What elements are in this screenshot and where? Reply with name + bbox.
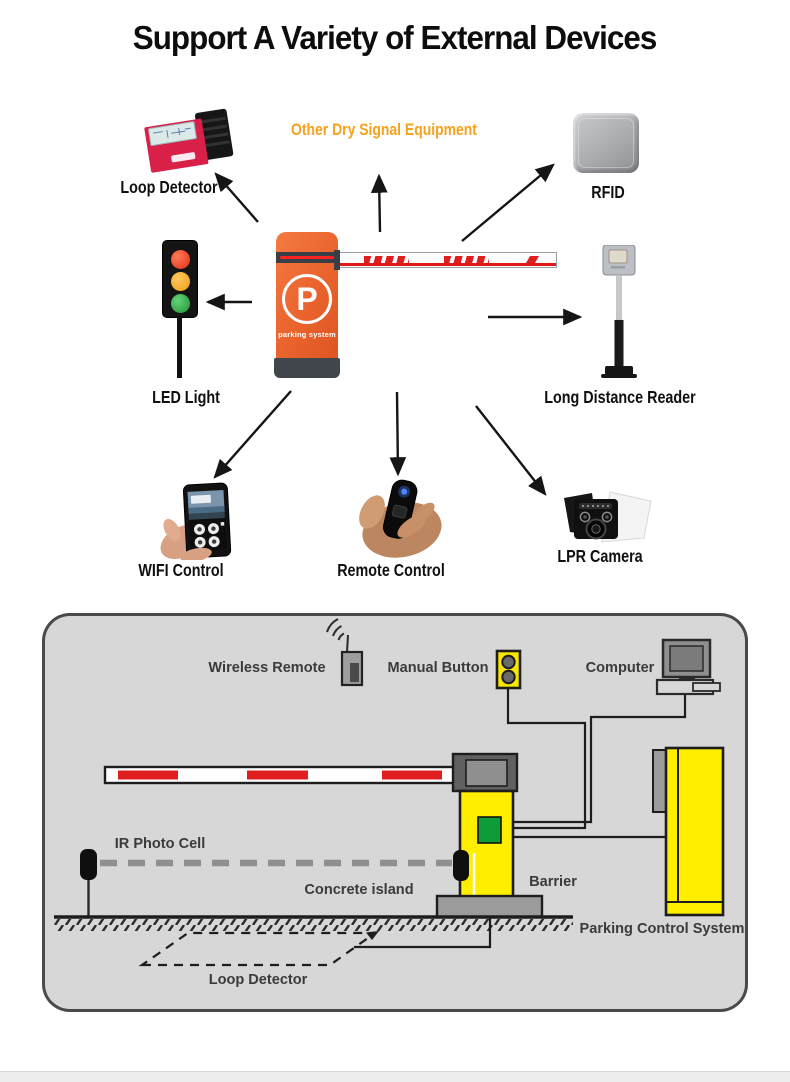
installation-diagram-layer (54, 618, 725, 967)
parking-control-cabinet (652, 746, 725, 917)
barrier-housing (458, 789, 515, 900)
label-ir-photo-cell: IR Photo Cell (114, 835, 206, 852)
arrow-to-wifi-control (213, 390, 292, 479)
cabinet-top-band (276, 252, 338, 263)
barrier-ir-sensor (453, 850, 469, 881)
parking-logo: P (282, 274, 332, 324)
label-loop-detector-bottom: Loop Detector (208, 971, 308, 988)
rfid-device-icon (573, 113, 639, 173)
wifi-phone-icon (160, 482, 232, 560)
parking-logo-letter: P (296, 281, 318, 317)
label-remote-control: Remote Control (337, 560, 445, 580)
traffic-light-body (162, 240, 198, 318)
label-led-light: LED Light (152, 387, 220, 407)
wire-loop-to-island (354, 917, 492, 949)
cabinet-base (274, 358, 340, 378)
barrier-assembly (103, 752, 544, 919)
traffic-light-icon (160, 238, 204, 380)
bottom-edge-strip (0, 1071, 790, 1082)
arrow-to-dry-signal (370, 173, 388, 233)
label-wireless-remote: Wireless Remote (208, 659, 326, 676)
arrow-to-rfid (461, 163, 555, 242)
wire-computer-to-barrier (514, 694, 687, 824)
label-barrier: Barrier (529, 873, 577, 890)
ir-photo-cell-icon (80, 849, 97, 917)
label-wifi-control: WIFI Control (138, 560, 224, 580)
green-lamp (171, 294, 190, 313)
ground-line (54, 915, 573, 931)
arrows-layer (205, 163, 583, 496)
amber-lamp (171, 272, 190, 291)
label-long-distance-reader: Long Distance Reader (544, 387, 696, 407)
installation-diagram-panel: Wireless Remote Manual Button Computer I… (42, 613, 748, 1012)
computer-icon (655, 638, 721, 696)
label-parking-control-system: Parking Control System (579, 920, 745, 937)
loop-coil (138, 917, 492, 967)
label-manual-button: Manual Button (387, 659, 489, 676)
loop-detector-device-icon (144, 108, 234, 173)
manual-button-icon (495, 649, 522, 690)
label-loop-detector: Loop Detector (120, 177, 218, 197)
wireless-remote-icon (326, 618, 364, 687)
parking-logo-caption: parking system (278, 330, 336, 339)
barrier-gate-arm (338, 252, 557, 268)
barrier-gate-unit: P parking system (274, 230, 566, 380)
label-other-dry-signal: Other Dry Signal Equipment (291, 120, 477, 139)
page-title: Support A Variety of External Devices (0, 19, 790, 56)
lpr-camera-icon (564, 491, 652, 543)
long-distance-reader-icon (601, 245, 637, 378)
top-diagram: Loop Detector Other Dry Signal Equipment… (120, 108, 696, 580)
page-title-text: Support A Variety of External Devices (133, 19, 657, 56)
remote-control-icon (359, 479, 442, 558)
arrow-to-remote-control (389, 391, 407, 477)
arrow-to-lpr-camera (475, 405, 547, 496)
label-rfid: RFID (591, 182, 625, 202)
red-lamp (171, 250, 190, 269)
label-concrete-island: Concrete island (304, 881, 414, 898)
wire-manual-button-to-barrier (506, 688, 587, 830)
label-lpr-camera: LPR Camera (557, 546, 643, 566)
arrow-to-loop-detector (214, 172, 259, 223)
traffic-light-pole (177, 316, 182, 378)
concrete-island-block (435, 894, 544, 919)
label-computer: Computer (585, 659, 655, 676)
barrier-indicator-green (477, 816, 502, 844)
